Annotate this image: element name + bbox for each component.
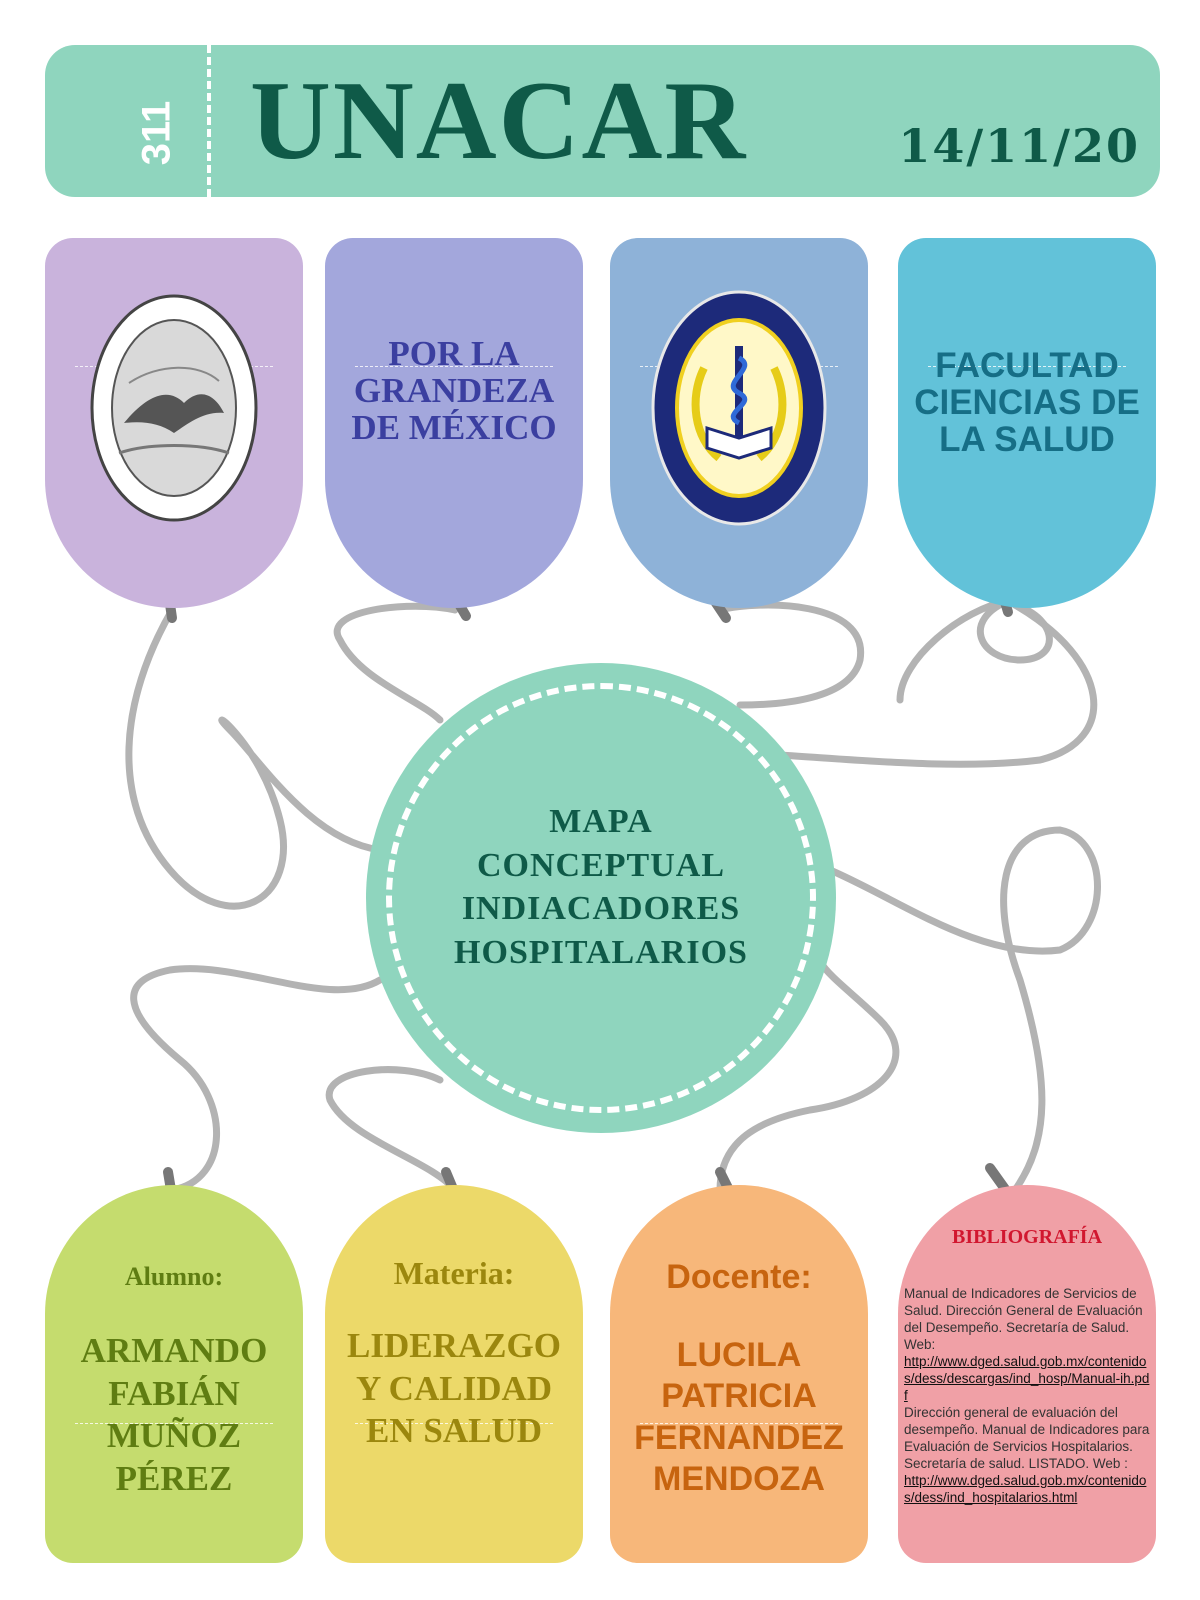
tag-motto: POR LA GRANDEZA DE MÉXICO: [325, 238, 583, 608]
student-name-line-2: FABIÁN: [108, 1373, 240, 1413]
teacher-label: Docente:: [666, 1258, 812, 1296]
tag-subject: Materia: LIDERAZGO Y CALIDAD EN SALUD: [325, 1185, 583, 1563]
subject-label: Materia:: [393, 1255, 515, 1291]
center-line-3: INDIACADORES: [461, 890, 741, 928]
bibliography-entry-2: Dirección general de evaluación del dese…: [904, 1405, 1150, 1471]
tag-stitch: [355, 1423, 553, 1424]
tag-bibliography: BIBLIOGRAFÍA Manual de Indicadores de Se…: [898, 1185, 1156, 1563]
center-line-2: CONCEPTUAL: [476, 846, 726, 884]
header-date: 14/11/20: [898, 119, 1140, 173]
center-dashed-ring: [386, 683, 816, 1113]
center-line-4: HOSPITALARIOS: [454, 933, 748, 971]
motto-line-3: DE MÉXICO: [351, 407, 557, 447]
student-name-line-4: PÉREZ: [115, 1459, 233, 1499]
motto-text: POR LA GRANDEZA DE MÉXICO: [325, 334, 583, 447]
teacher-name-line-4: MENDOZA: [653, 1460, 825, 1499]
bibliography-link-1[interactable]: http://www.dged.salud.gob.mx/contenidos/…: [904, 1354, 1150, 1403]
student-name-line-1: ARMANDO: [80, 1331, 268, 1370]
tag-stitch: [75, 1423, 273, 1424]
university-seal-icon: [90, 294, 258, 522]
center-concept-circle: MAPA CONCEPTUAL INDIACADORES HOSPITALARI…: [366, 663, 836, 1133]
faculty-line-2: CIENCIAS DE: [914, 382, 1140, 422]
student-name-line-3: MUÑOZ: [106, 1416, 242, 1456]
student-name: ARMANDO FABIÁN MUÑOZ PÉREZ: [45, 1330, 303, 1501]
faculty-text: FACULTAD CIENCIAS DE LA SALUD: [898, 346, 1156, 459]
teacher-name: LUCILA PATRICIA FERNANDEZ MENDOZA: [610, 1335, 868, 1501]
subject-line-2: Y CALIDAD: [355, 1368, 553, 1408]
tag-stitch: [928, 366, 1126, 367]
center-title: MAPA CONCEPTUAL INDIACADORES HOSPITALARI…: [366, 800, 836, 974]
tag-seal-medicine: [610, 238, 868, 608]
student-label: Alumno:: [124, 1262, 224, 1291]
bibliography-list: Manual de Indicadores de Servicios de Sa…: [904, 1285, 1152, 1506]
teacher-name-line-3: FERNANDEZ: [634, 1418, 844, 1457]
tag-faculty: FACULTAD CIENCIAS DE LA SALUD: [898, 238, 1156, 608]
header-bar: 311 UNACAR 14/11/20: [45, 45, 1160, 197]
tag-seal-university: [45, 238, 303, 608]
bibliography-title: BIBLIOGRAFÍA: [951, 1226, 1103, 1248]
tag-student: Alumno: ARMANDO FABIÁN MUÑOZ PÉREZ: [45, 1185, 303, 1563]
tag-teacher: Docente: LUCILA PATRICIA FERNANDEZ MENDO…: [610, 1185, 868, 1563]
subject-line-1: LIDERAZGO: [347, 1326, 561, 1365]
faculty-line-1: FACULTAD: [935, 346, 1119, 385]
subject-name: LIDERAZGO Y CALIDAD EN SALUD: [325, 1325, 583, 1453]
motto-line-2: GRANDEZA: [353, 370, 555, 410]
subject-line-3: EN SALUD: [365, 1411, 542, 1451]
center-line-1: MAPA: [549, 803, 653, 840]
teacher-name-line-2: PATRICIA: [661, 1377, 817, 1416]
teacher-name-line-1: LUCILA: [676, 1336, 802, 1374]
motto-line-1: POR LA: [388, 334, 520, 373]
tag-stitch: [355, 366, 553, 367]
tag-stitch: [640, 1423, 838, 1424]
header-divider: [207, 45, 211, 197]
faculty-line-3: LA SALUD: [939, 419, 1115, 459]
medicine-seal-icon: [651, 290, 827, 526]
page-title: UNACAR: [250, 59, 748, 183]
bibliography-entry-1: Manual de Indicadores de Servicios de Sa…: [904, 1286, 1143, 1352]
bibliography-link-2[interactable]: http://www.dged.salud.gob.mx/contenidos/…: [904, 1473, 1147, 1505]
